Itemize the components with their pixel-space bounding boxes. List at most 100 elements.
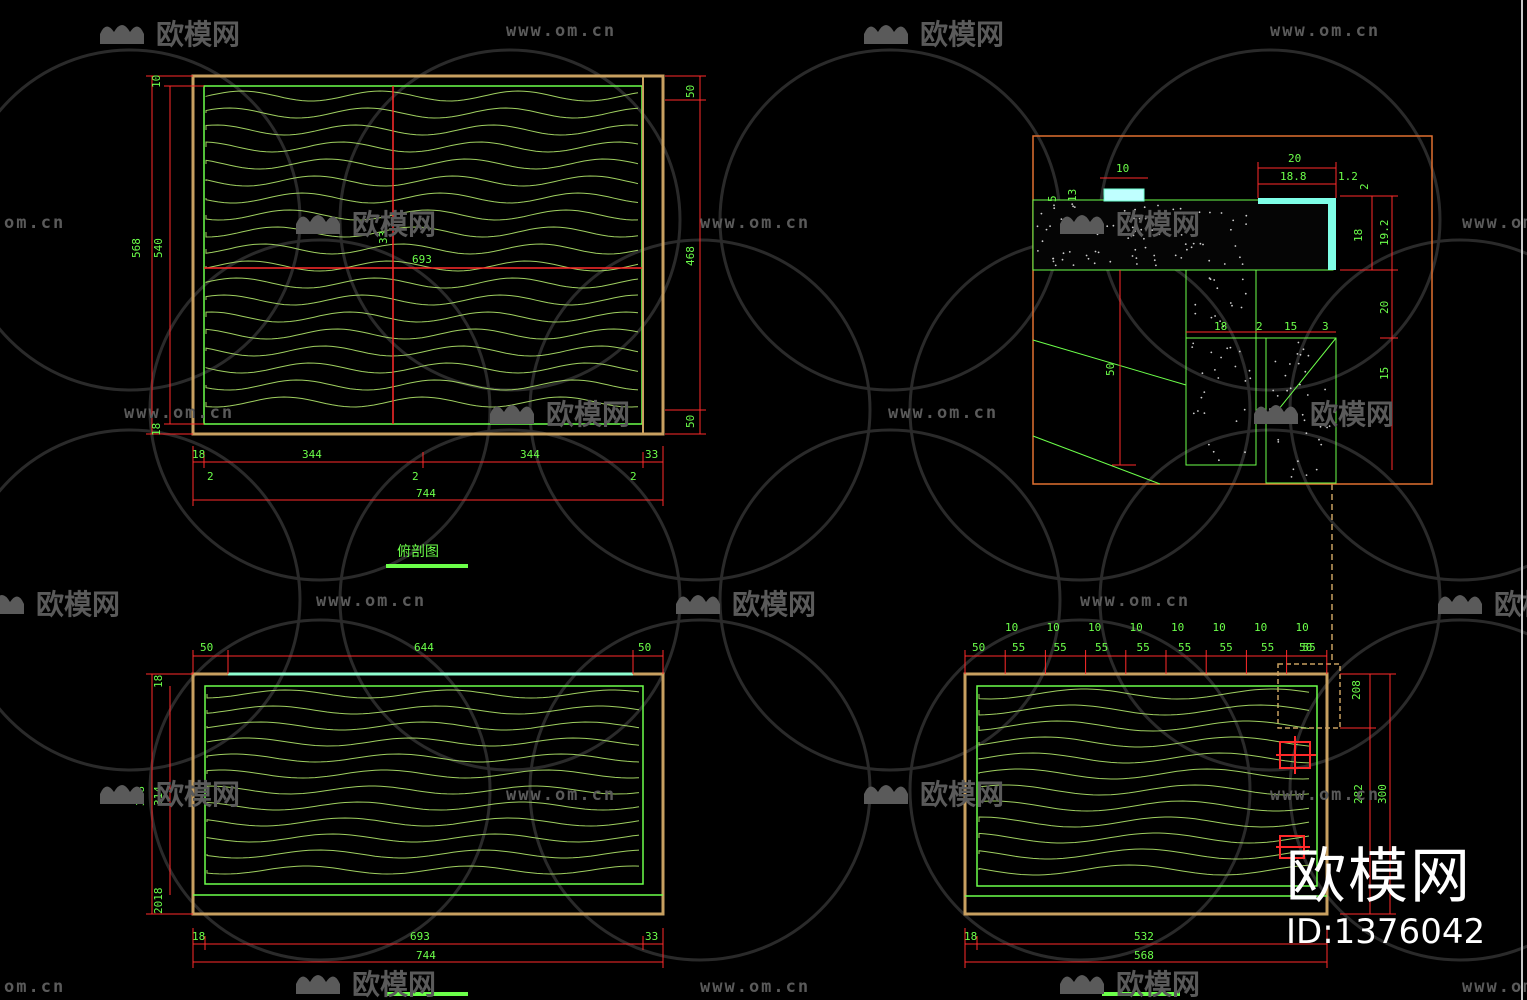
particle: [1240, 306, 1243, 309]
detail-view: 10 20 18.8 1.2 5 13 2 18 19.2 20 15 18 2…: [1032, 135, 1433, 485]
watermark-circle: [1288, 618, 1527, 962]
dim-detail-inner-d: 3: [1322, 320, 1329, 333]
particle: [1167, 228, 1170, 230]
particle: [1133, 217, 1135, 220]
particle: [1306, 394, 1309, 396]
dim-side-spacing: 55: [1137, 641, 1150, 654]
particle: [1213, 279, 1216, 281]
particle: [1131, 226, 1134, 229]
grain-line: [978, 864, 1310, 876]
dim-plan-left-outer: 568: [130, 238, 143, 258]
dim-side-right-top: 208: [1350, 680, 1363, 700]
particle: [1218, 459, 1220, 462]
particle: [1239, 256, 1241, 259]
dim-plan-inner-mid: 33: [377, 231, 390, 244]
dim-side-slot: 10: [1130, 621, 1143, 634]
grain-line: [205, 243, 639, 255]
particle: [1151, 229, 1154, 232]
watermark-logo: 欧模网: [1116, 968, 1200, 1000]
watermark-logo: 欧模网: [920, 18, 1004, 51]
particle: [1194, 312, 1197, 315]
view-title-plan-section: 俯剖图: [397, 544, 439, 560]
dim-side-slot: 10: [1005, 621, 1018, 634]
grain-line: [978, 704, 1310, 716]
particle: [1199, 242, 1202, 245]
watermark-url: www.om.cn: [888, 403, 998, 423]
particle: [1197, 410, 1199, 412]
particle: [1290, 476, 1293, 478]
brand-stamp: 欧模网 ID:1376042: [1286, 842, 1485, 952]
dim-detail-inner-b: 2: [1256, 320, 1263, 333]
watermark-url: www.om.cn: [316, 591, 426, 611]
particle: [1192, 412, 1195, 415]
grain-line: [206, 689, 640, 699]
particle: [1054, 264, 1057, 267]
dim-front-top-a: 50: [200, 641, 213, 654]
particle: [1232, 219, 1235, 222]
particle: [1037, 250, 1039, 252]
particle: [1053, 207, 1056, 210]
front-wood-grain: [206, 689, 640, 875]
particle: [1216, 287, 1219, 290]
particle: [1138, 217, 1141, 220]
particle: [1164, 228, 1167, 231]
dim-side-spacing: 55: [1054, 641, 1067, 654]
detail-frame: [1032, 135, 1433, 485]
window-edge: [1521, 0, 1523, 1000]
dim-side-slot: 10: [1088, 621, 1101, 634]
dim-detail-right-b: 18: [1352, 229, 1365, 242]
dim-side-right-total: 300: [1376, 784, 1389, 804]
watermark-sofa-icon: [100, 785, 144, 804]
dim-plan-bottom-d: 33: [645, 448, 658, 461]
particle: [1052, 260, 1055, 263]
particle: [1071, 203, 1074, 206]
particle: [1241, 278, 1244, 281]
dim-detail-top-w: 20: [1288, 152, 1301, 165]
watermark-sofa-icon: [1060, 215, 1104, 234]
grain-line: [206, 817, 640, 827]
particle: [1214, 315, 1216, 317]
dim-plan-right-bottom: 50: [684, 415, 697, 428]
dim-side-top-end-right: 50: [1299, 641, 1312, 654]
particle: [1135, 257, 1138, 259]
dim-side-slot: 10: [1254, 621, 1267, 634]
particle: [1272, 389, 1275, 392]
grain-line: [206, 801, 640, 811]
particle: [1297, 362, 1300, 365]
particle: [1244, 451, 1246, 454]
particle: [1140, 228, 1143, 231]
detail-side-board: [1185, 269, 1257, 466]
detail-dimension-lines: [1100, 162, 1398, 470]
particle: [1157, 204, 1159, 207]
dim-side-spacing: 55: [1261, 641, 1274, 654]
side-inner-frame: [976, 685, 1318, 887]
particle: [1223, 263, 1226, 265]
dim-side-bottom-a: 18: [964, 930, 977, 943]
grain-line: [206, 753, 640, 763]
watermark-url: www.om.cn: [700, 213, 810, 233]
watermark-sofa-icon: [490, 405, 534, 424]
front-dimension-lines: [146, 650, 664, 968]
dim-side-spacing: 55: [1012, 641, 1025, 654]
particle: [1214, 369, 1216, 371]
dim-plan-bottom-g: 2: [630, 470, 637, 483]
dim-front-top-b: 644: [414, 641, 434, 654]
watermark-circle: [1098, 428, 1442, 772]
particle: [1097, 251, 1100, 254]
particle: [1186, 248, 1188, 251]
grain-line: [205, 107, 639, 119]
particle: [1184, 243, 1187, 246]
dim-side-slot: 10: [1213, 621, 1226, 634]
dim-detail-top-slot: 10: [1116, 162, 1129, 175]
particle: [1143, 206, 1146, 209]
watermark-layer: 欧模网欧模网欧模网欧模网欧模网欧模网欧模网欧模网欧模网欧模网欧模网欧模网欧模网w…: [0, 18, 1527, 1000]
plan-section-view: 10 568 540 18 50 468 50 693 33 18 344 34…: [130, 74, 706, 568]
particle: [1192, 242, 1195, 245]
dim-detail-right-e: 15: [1378, 367, 1391, 380]
particle: [1153, 254, 1156, 257]
dim-detail-top-e: 1.2: [1338, 170, 1358, 183]
plan-dimension-lines: [146, 75, 706, 506]
particle: [1109, 260, 1112, 263]
grain-line: [206, 785, 640, 795]
particle: [1062, 252, 1065, 255]
